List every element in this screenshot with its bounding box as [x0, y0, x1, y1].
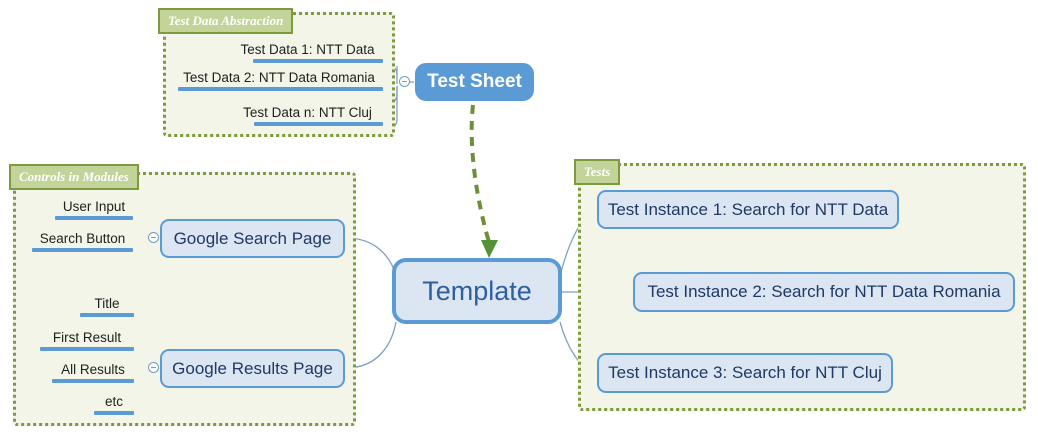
node-label: Test Instance 3: Search for NTT Cluj — [608, 363, 882, 382]
leaf-user-input[interactable]: User Input — [55, 199, 133, 220]
node-label: Google Search Page — [173, 228, 332, 248]
leaf-underline — [55, 216, 133, 220]
group-header-test-data-abstraction: Test Data Abstraction — [158, 8, 294, 34]
leaf-test-data-1[interactable]: Test Data 1: NTT Data — [232, 42, 383, 63]
node-label: Test Instance 2: Search for NTT Data Rom… — [647, 282, 1001, 301]
leaf-label: Search Button — [39, 231, 126, 246]
node-test-sheet[interactable]: Test Sheet — [415, 63, 534, 101]
leaf-underline — [32, 248, 133, 252]
leaf-label: User Input — [62, 199, 126, 214]
node-google-search-page[interactable]: Google Search Page — [160, 219, 345, 258]
leaf-title[interactable]: Title — [80, 296, 134, 317]
leaf-underline — [178, 87, 383, 91]
leaf-label: etc — [104, 394, 123, 409]
node-label: Google Results Page — [172, 358, 333, 378]
leaf-label: Test Data 1: NTT Data — [240, 42, 375, 57]
node-test-instance-1[interactable]: Test Instance 1: Search for NTT Data — [597, 190, 899, 229]
leaf-underline — [80, 313, 134, 317]
leaf-label: Test Data 2: NTT Data Romania — [183, 70, 375, 85]
node-template[interactable]: Template — [392, 258, 562, 324]
leaf-underline — [52, 379, 134, 383]
collapse-toggle-icon-google-results-page[interactable] — [148, 362, 159, 373]
leaf-all-results[interactable]: All Results — [52, 362, 134, 383]
leaf-test-data-2[interactable]: Test Data 2: NTT Data Romania — [175, 70, 383, 91]
leaf-label: Test Data n: NTT Cluj — [243, 105, 372, 120]
leaf-label: Title — [94, 296, 120, 311]
leaf-underline — [254, 122, 383, 126]
node-test-instance-2[interactable]: Test Instance 2: Search for NTT Data Rom… — [633, 272, 1015, 312]
node-label: Test Instance 1: Search for NTT Data — [607, 199, 889, 219]
collapse-toggle-icon-google-search-page[interactable] — [148, 232, 159, 243]
leaf-search-button[interactable]: Search Button — [32, 231, 133, 252]
leaf-first-result[interactable]: First Result — [40, 330, 134, 351]
node-test-instance-3[interactable]: Test Instance 3: Search for NTT Cluj — [597, 353, 893, 393]
leaf-underline — [94, 411, 134, 415]
collapse-toggle-icon-test-sheet[interactable] — [399, 76, 410, 87]
leaf-underline — [253, 59, 383, 63]
leaf-test-data-n[interactable]: Test Data n: NTT Cluj — [232, 105, 383, 126]
node-label: Test Sheet — [427, 71, 522, 92]
group-header-tests: Tests — [574, 159, 621, 185]
node-label: Template — [422, 275, 532, 306]
node-google-results-page[interactable]: Google Results Page — [160, 349, 345, 388]
leaf-underline — [40, 347, 134, 351]
leaf-etc[interactable]: etc — [94, 394, 134, 415]
leaf-label: All Results — [61, 362, 125, 377]
leaf-label: First Result — [52, 330, 122, 345]
group-header-controls-in-modules: Controls in Modules — [9, 164, 139, 190]
